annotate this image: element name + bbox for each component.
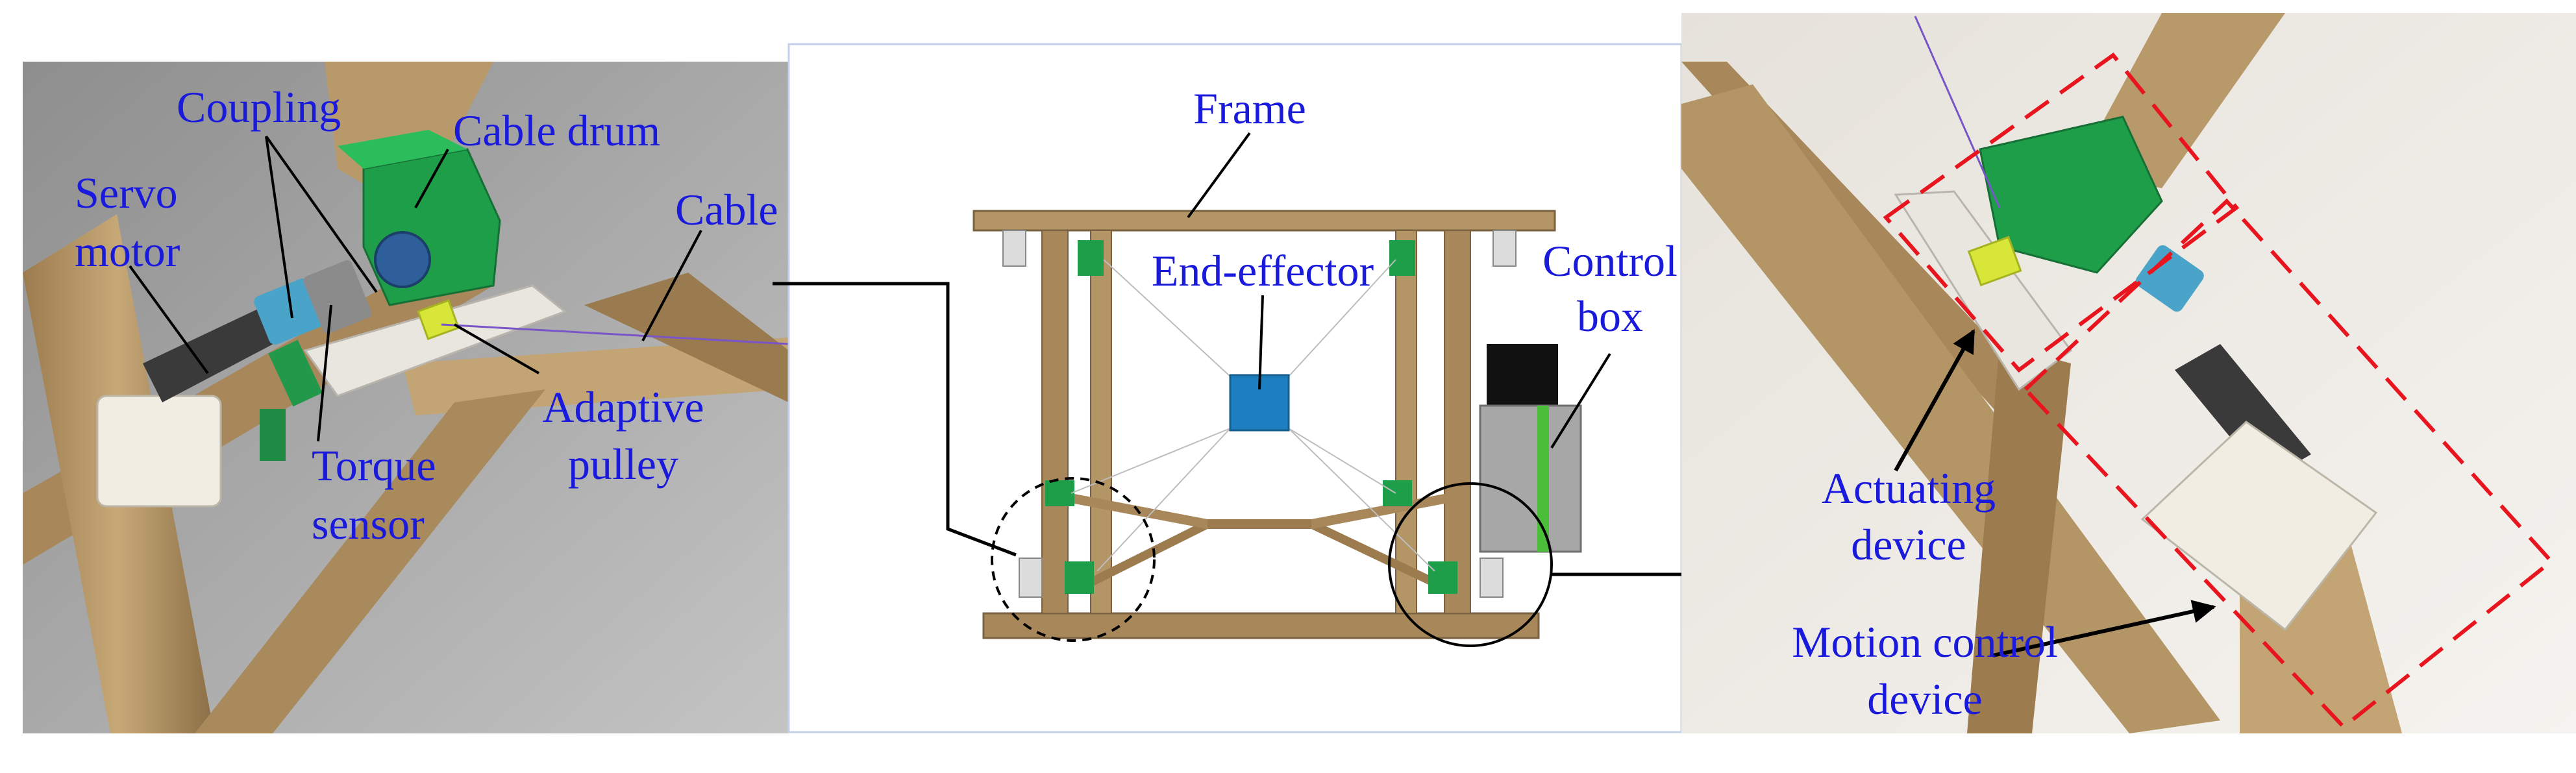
frame-post xyxy=(1090,230,1112,614)
mounting-plate xyxy=(303,284,567,397)
cable-line xyxy=(1914,16,2001,208)
corner-device xyxy=(1480,558,1504,598)
motion-control-device-arrow xyxy=(1992,600,2216,657)
left-leader-lines xyxy=(129,135,702,442)
servo-motor-body xyxy=(143,305,286,402)
label-torque-sensor-line1: Torque xyxy=(312,441,436,490)
end-effector-leader xyxy=(1258,295,1264,390)
label-actuating-device-line2: device xyxy=(1851,520,1966,569)
zoom-circle-dashed xyxy=(991,477,1156,642)
control-box-lid xyxy=(1487,344,1558,406)
coupling-leader xyxy=(265,136,293,319)
corner-device xyxy=(1002,230,1026,267)
zoom-circle-solid xyxy=(1388,482,1553,647)
control-box-stripe xyxy=(1537,406,1549,552)
frame-post xyxy=(1395,230,1417,614)
corner-device xyxy=(1428,561,1457,594)
corner-device xyxy=(1065,561,1094,594)
label-adaptive-pulley-line1: Adaptive xyxy=(542,382,704,432)
torque-sensor-part xyxy=(303,260,372,334)
middle-leader-lines xyxy=(1187,132,1611,449)
right-leader-lines xyxy=(1894,328,2216,657)
wood-beam xyxy=(402,337,789,415)
frame-brace xyxy=(1311,493,1448,529)
torque-sensor-leader xyxy=(317,304,332,442)
cable-drum xyxy=(374,231,431,288)
label-actuating-device-line1: Actuating xyxy=(1822,463,1996,513)
corner-device xyxy=(1389,240,1415,276)
left-panel-render xyxy=(23,62,789,733)
servo-bracket xyxy=(2140,421,2378,632)
adaptive-pulley xyxy=(1967,236,2022,287)
corner-device xyxy=(1045,480,1074,506)
middle-labels: Frame End-effector Control box xyxy=(1152,84,1678,341)
servo-bracket xyxy=(96,395,222,508)
wood-beam xyxy=(1681,84,2220,733)
frame-post xyxy=(1444,230,1471,614)
left-labels: Coupling Cable drum Servo motor Cable Ad… xyxy=(75,82,778,548)
cable-line xyxy=(441,323,789,345)
label-servo-motor-line1: Servo xyxy=(75,168,178,217)
cable-drum-housing xyxy=(1979,116,2163,274)
label-adaptive-pulley-line2: pulley xyxy=(568,439,678,489)
cable-drum-leader xyxy=(414,149,449,208)
label-frame: Frame xyxy=(1193,84,1306,133)
cable-line xyxy=(1103,259,1231,377)
wood-beam xyxy=(195,389,545,733)
corner-device xyxy=(1383,480,1412,506)
right-panel-render xyxy=(1681,13,2576,733)
adaptive-pulley xyxy=(417,299,460,341)
label-servo-motor-line2: motor xyxy=(75,227,180,276)
frame-top-beam xyxy=(972,210,1556,232)
coupling-leader xyxy=(265,135,378,293)
frame-bottom-beam xyxy=(982,612,1540,639)
cable-drum-housing-top xyxy=(338,130,467,169)
control-box-leader xyxy=(1550,352,1611,449)
motion-control-device-highlight xyxy=(2022,198,2555,730)
connector-left xyxy=(773,282,1017,557)
cable-line xyxy=(1288,428,1435,572)
highlight-boxes xyxy=(1883,52,2555,730)
cable-line xyxy=(1288,428,1396,494)
wood-beam xyxy=(1967,344,2071,733)
corner-device xyxy=(1492,230,1517,267)
label-motion-control-device-line2: device xyxy=(1867,674,1982,724)
right-labels: Actuating device Motion control device xyxy=(1792,463,2058,724)
coupling-part xyxy=(254,278,324,345)
adaptive-pulley-leader xyxy=(454,323,539,374)
label-cable-drum: Cable drum xyxy=(453,106,660,155)
label-motion-control-device-line1: Motion control xyxy=(1792,617,2058,667)
frame-leader xyxy=(1187,132,1251,219)
cable-leader xyxy=(641,230,702,341)
label-coupling: Coupling xyxy=(177,82,341,132)
green-bracket xyxy=(268,339,323,407)
label-control-box-line2: box xyxy=(1577,291,1643,341)
cable-line xyxy=(1288,259,1396,377)
frame-post xyxy=(1041,230,1069,614)
servo-motor-leader xyxy=(129,265,209,374)
coupling-part xyxy=(2135,245,2204,312)
label-torque-sensor-line2: sensor xyxy=(312,499,425,548)
label-control-box-line1: Control xyxy=(1542,236,1678,286)
cable-line xyxy=(1096,428,1231,572)
green-bracket xyxy=(260,409,286,461)
middle-panel xyxy=(787,43,1683,733)
mounting-plate xyxy=(1894,190,2073,391)
frame-brace xyxy=(1078,519,1448,594)
label-end-effector: End-effector xyxy=(1152,246,1374,295)
label-cable: Cable xyxy=(675,185,778,234)
actuating-device-highlight xyxy=(1883,52,2240,373)
actuating-device-arrow xyxy=(1894,328,1975,472)
corner-device xyxy=(1078,240,1104,276)
corner-device xyxy=(1019,558,1043,598)
